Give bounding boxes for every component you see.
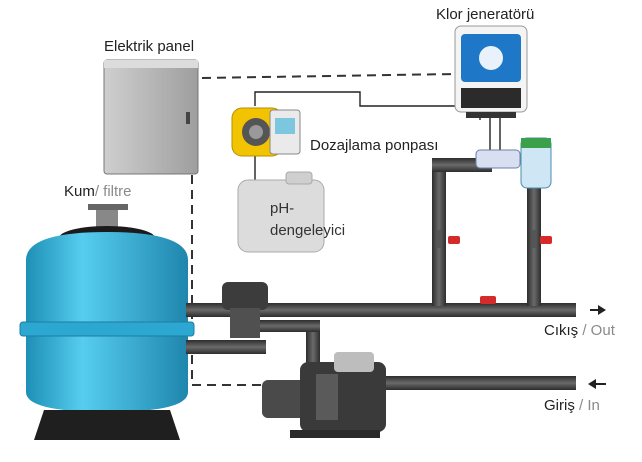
- dashed-wiring: [191, 73, 456, 386]
- ph-balancer-label: pH- dengeleyici: [270, 198, 370, 242]
- red-valves: [437, 230, 552, 304]
- sand-filter-label: Kum/ filtre: [64, 183, 132, 201]
- inlet-arrow-icon: [588, 379, 606, 389]
- chlorine-cell: [475, 137, 552, 189]
- chlorine-generator-label: Klor jeneratörü: [436, 6, 535, 23]
- inlet-label-sub: / In: [579, 397, 600, 414]
- sand-filter-tank: [19, 204, 195, 440]
- outlet-label-sub: / Out: [582, 322, 615, 339]
- multiport-valve: [222, 282, 268, 338]
- outlet-arrow-icon: [590, 305, 606, 315]
- inlet-label-main: Giriş: [544, 397, 575, 414]
- electric-panel-label: Elektrik panel: [104, 38, 195, 55]
- sand-filter-label-sub: / filtre: [94, 183, 132, 200]
- ph-canister: [237, 171, 325, 253]
- dosing-pump-label: Dozajlama ponpası: [310, 137, 439, 154]
- circulation-pump: [262, 352, 386, 438]
- ph-balancer-line1: pH-: [270, 200, 295, 217]
- outlet-label-main: Cıkış: [544, 322, 579, 339]
- outlet-label: Cıkış / Out: [544, 322, 615, 340]
- ph-balancer-line2: dengeleyici: [270, 222, 346, 239]
- sand-filter-label-main: Kum: [64, 183, 95, 200]
- dosing-pump: [231, 107, 301, 157]
- chlorine-generator: [454, 25, 528, 118]
- electric-panel: [103, 59, 199, 175]
- inlet-label: Giriş / In: [544, 397, 600, 415]
